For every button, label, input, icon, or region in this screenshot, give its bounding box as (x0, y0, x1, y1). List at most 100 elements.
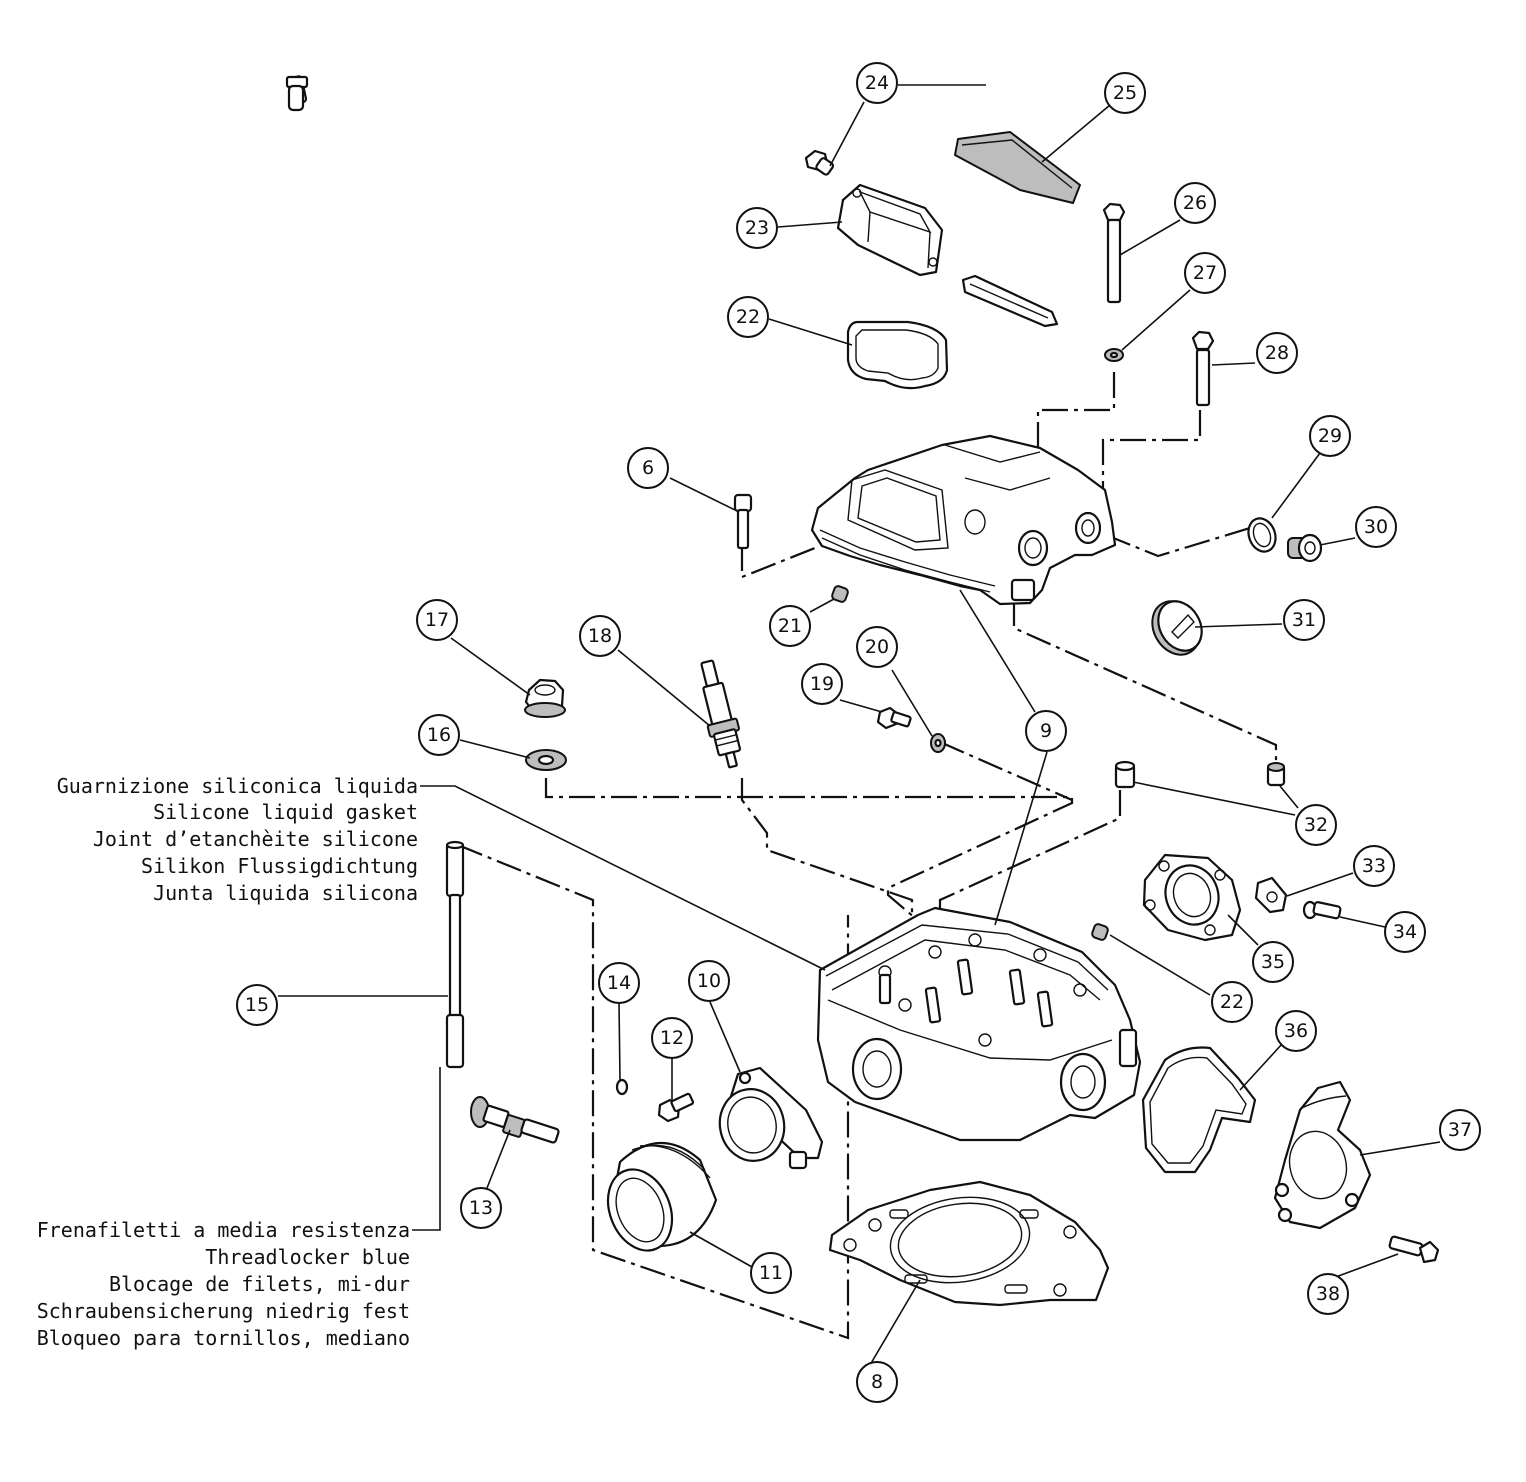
callout-16: 16 (418, 714, 460, 756)
dowel-32-left (1114, 760, 1136, 789)
svg-text:27: 27 (1193, 262, 1217, 284)
svg-text:8: 8 (871, 1371, 883, 1393)
svg-text:33: 33 (1362, 855, 1386, 877)
plug-30 (1287, 533, 1323, 563)
svg-text:22: 22 (1220, 991, 1244, 1013)
callout-22-lower: 22 (1211, 981, 1253, 1023)
callout-25: 25 (1104, 72, 1146, 114)
intake-flange-10 (718, 1066, 824, 1170)
parts (285, 75, 1440, 1307)
svg-text:16: 16 (427, 724, 451, 746)
camshaft-carrier-9 (810, 434, 1117, 606)
o-ring-29 (1247, 517, 1277, 553)
svg-text:13: 13 (469, 1197, 493, 1219)
callout-30: 30 (1355, 506, 1397, 548)
callout-35: 35 (1252, 941, 1294, 983)
callout-32: 32 (1295, 804, 1337, 846)
svg-text:21: 21 (778, 615, 802, 637)
callout-14: 14 (598, 962, 640, 1004)
nut-17 (524, 678, 566, 718)
plug-22-lower (1091, 923, 1109, 941)
washer-16 (525, 749, 567, 771)
note-threadlocker-line-2: Threadlocker blue (205, 1245, 410, 1269)
callout-9: 9 (1025, 710, 1067, 752)
note-silicone-line-5: Junta liquida silicona (153, 881, 418, 905)
note-silicone-line-2: Silicone liquid gasket (153, 800, 418, 824)
callout-11: 11 (750, 1252, 792, 1294)
callout-18: 18 (579, 615, 621, 657)
part-23-cover (836, 183, 944, 277)
svg-text:11: 11 (759, 1262, 783, 1284)
callout-17: 17 (416, 599, 458, 641)
svg-text:31: 31 (1292, 609, 1316, 631)
head-gasket-8 (828, 1180, 1110, 1307)
callout-20: 20 (856, 626, 898, 668)
svg-text:25: 25 (1113, 82, 1137, 104)
stud-15 (445, 840, 465, 1069)
bolt-12 (657, 1092, 695, 1123)
svg-text:17: 17 (425, 609, 449, 631)
callout-36: 36 (1275, 1010, 1317, 1052)
callout-28: 28 (1256, 332, 1298, 374)
svg-text:14: 14 (607, 972, 631, 994)
svg-text:28: 28 (1265, 342, 1289, 364)
note-silicone-gasket: Guarnizione siliconica liquida Silicone … (57, 774, 418, 905)
svg-text:9: 9 (1040, 720, 1052, 742)
svg-text:30: 30 (1364, 516, 1388, 538)
bolt-38 (1388, 1235, 1440, 1264)
intake-boot-11 (606, 1141, 718, 1252)
callout-8: 8 (856, 1361, 898, 1403)
cylinder-head (816, 906, 1142, 1142)
pump-cover-37 (1273, 1080, 1372, 1230)
callout-24: 24 (856, 62, 898, 104)
bolt-28 (1191, 330, 1215, 407)
svg-text:29: 29 (1318, 425, 1342, 447)
svg-text:37: 37 (1448, 1119, 1472, 1141)
sensor-13 (470, 1096, 560, 1144)
svg-text:15: 15 (245, 994, 269, 1016)
spark-plug-18 (700, 659, 742, 769)
svg-text:19: 19 (810, 673, 834, 695)
callout-23: 23 (736, 207, 778, 249)
svg-text:22: 22 (736, 306, 760, 328)
bolt-6 (733, 493, 753, 550)
bolt-19 (876, 706, 912, 730)
callout-29: 29 (1309, 415, 1351, 457)
part-22-gasket-upper (846, 320, 949, 390)
part-33 (1254, 876, 1288, 914)
callout-21: 21 (769, 605, 811, 647)
callout-37: 37 (1439, 1109, 1481, 1151)
callout-10: 10 (688, 960, 730, 1002)
callout-12: 12 (651, 1017, 693, 1059)
svg-text:20: 20 (865, 636, 889, 658)
svg-text:6: 6 (642, 457, 654, 479)
svg-text:10: 10 (697, 970, 721, 992)
callout-22-upper: 22 (727, 296, 769, 338)
note-threadlocker-line-4: Schraubensicherung niedrig fest (37, 1299, 410, 1323)
housing-35 (1142, 853, 1242, 942)
callout-26: 26 (1174, 182, 1216, 224)
callout-6: 6 (627, 447, 669, 489)
svg-text:32: 32 (1304, 814, 1328, 836)
note-threadlocker-line-5: Bloqueo para tornillos, mediano (37, 1326, 410, 1350)
svg-text:24: 24 (865, 72, 889, 94)
svg-text:36: 36 (1284, 1020, 1308, 1042)
note-silicone-line-3: Joint d’etanchèite silicone (93, 827, 418, 851)
svg-text:18: 18 (588, 625, 612, 647)
callout-19: 19 (801, 663, 843, 705)
bolt-26 (1102, 202, 1126, 304)
note-threadlocker-line-3: Blocage de filets, mi-dur (109, 1272, 410, 1296)
note-threadlocker: Frenafiletti a media resistenza Threadlo… (37, 1218, 410, 1350)
svg-text:26: 26 (1183, 192, 1207, 214)
callout-33: 33 (1353, 845, 1395, 887)
svg-text:23: 23 (745, 217, 769, 239)
callout-34: 34 (1384, 911, 1426, 953)
part-25-plate (954, 131, 1081, 204)
svg-text:35: 35 (1261, 951, 1285, 973)
callouts: 24 25 23 26 27 22 28 29 6 30 21 31 17 18… (236, 62, 1481, 1403)
o-ring-14 (615, 1078, 629, 1096)
callout-31: 31 (1283, 599, 1325, 641)
svg-text:34: 34 (1393, 921, 1417, 943)
callout-38: 38 (1307, 1273, 1349, 1315)
